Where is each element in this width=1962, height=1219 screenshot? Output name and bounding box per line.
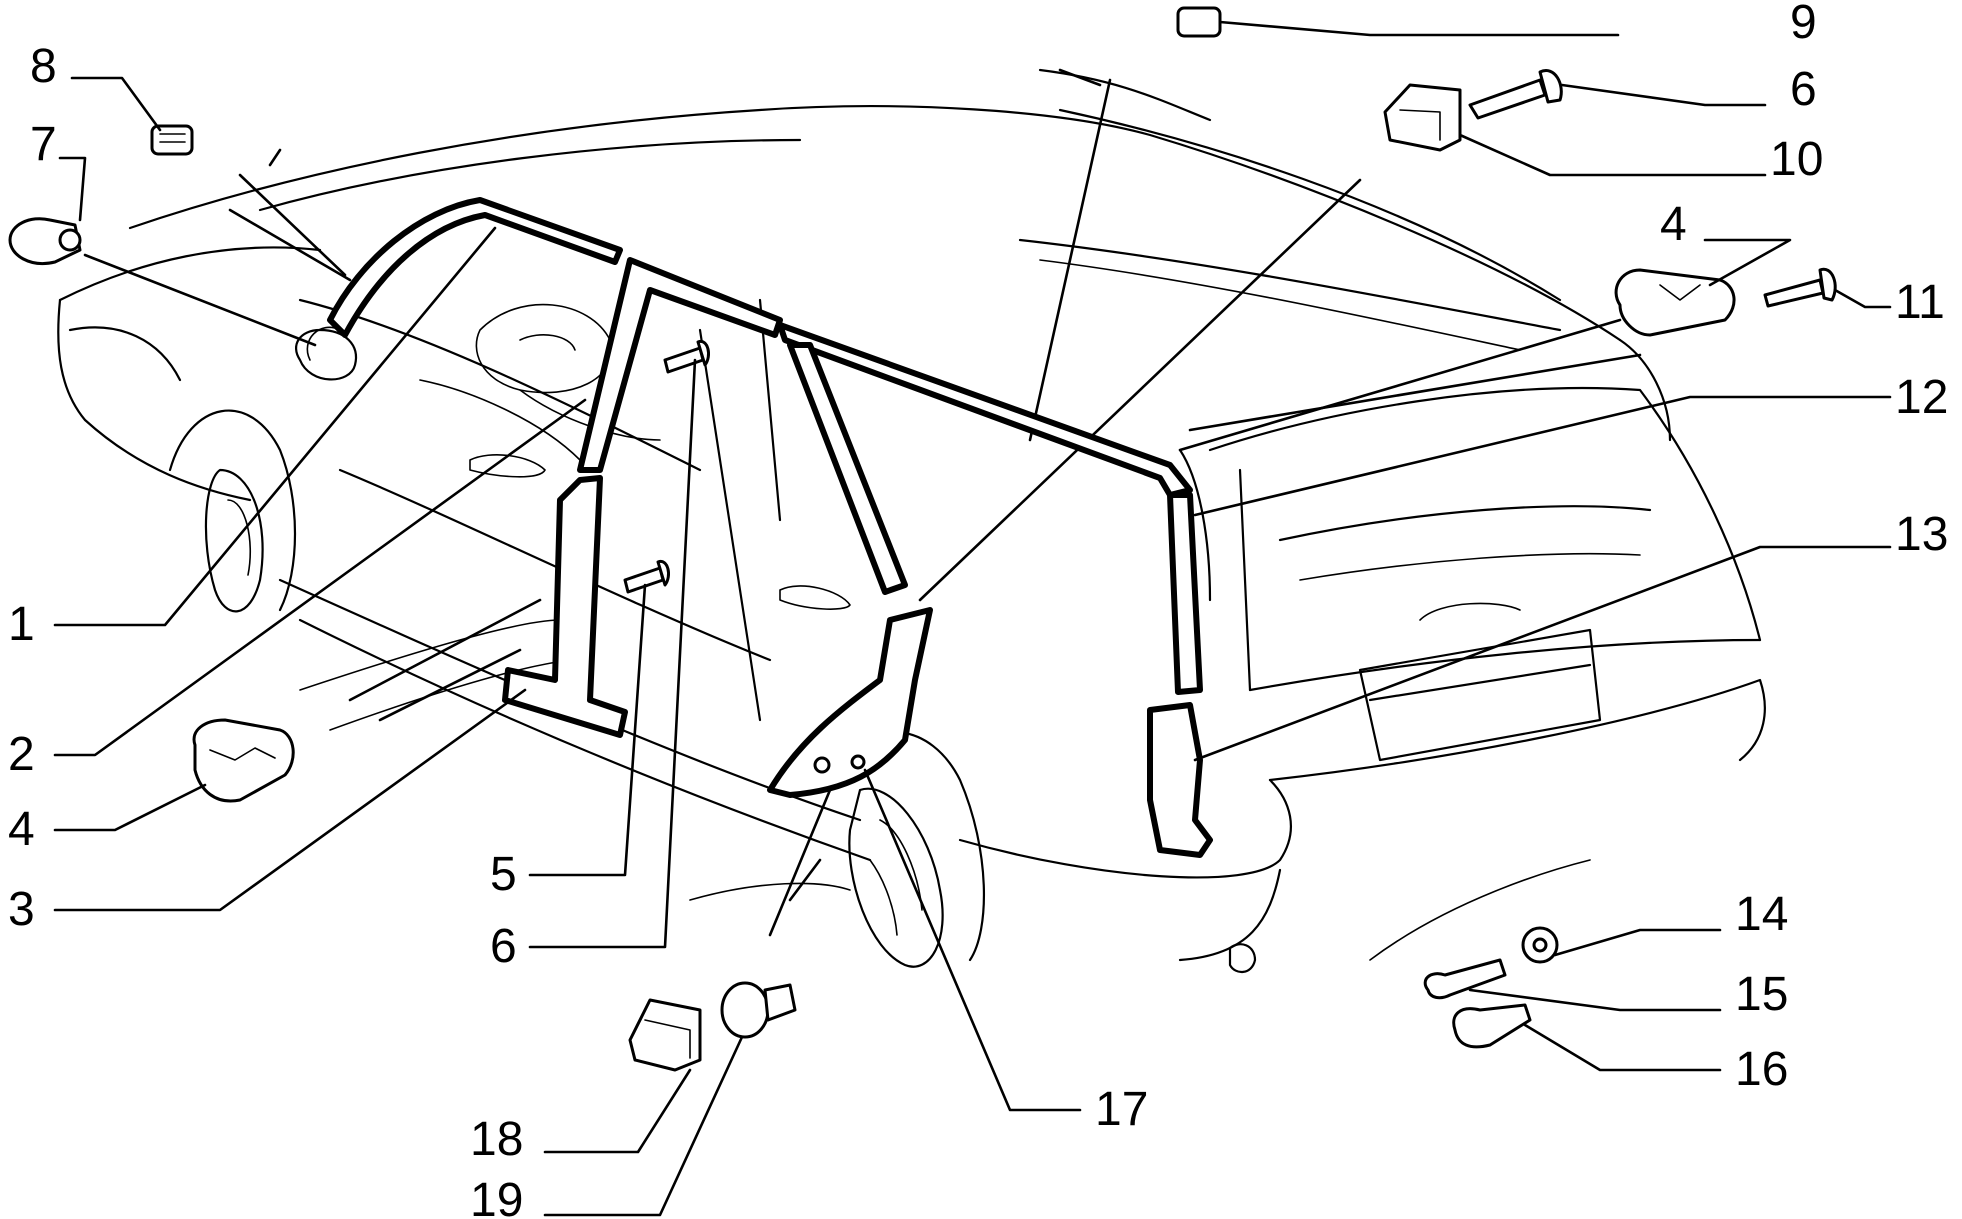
callout-17: 17 [1095,1083,1148,1136]
clip-part-18 [628,998,702,1072]
reference-lines [228,68,1642,902]
rear-quarter-bracket-part-13 [1147,702,1213,858]
callout-1: 1 [8,598,35,651]
screw-part-6-middle [663,339,710,374]
callout-11: 11 [1895,276,1945,329]
callout-10: 10 [1770,133,1823,186]
c-pillar-upper-trim [787,342,908,595]
b-pillar-lower-trim-part-3 [502,475,628,738]
screw-part-5 [623,559,670,594]
d-pillar-trim [1167,492,1203,695]
clip-part-10 [1383,83,1462,152]
callout-16: 16 [1735,1043,1788,1096]
screw-part-6-top [1468,69,1563,120]
callout-5: 5 [490,848,517,901]
roof-front-trim-part-1 [327,197,623,338]
rivet-part-7 [8,217,82,265]
callout-6-top: 6 [1790,63,1817,116]
clip-part-19 [720,981,797,1039]
screw-part-16 [1452,1003,1532,1049]
trim-pieces [327,197,1213,858]
callout-9: 9 [1790,0,1817,49]
callout-12: 12 [1895,371,1948,424]
leader-lines [53,20,1892,1217]
callout-4-right: 4 [1660,198,1687,251]
callout-15: 15 [1735,968,1788,1021]
callout-14: 14 [1735,888,1788,941]
callout-numbers: 1 2 3 4 4 5 6 6 7 8 9 10 11 12 13 14 15 … [8,0,1948,1219]
callout-8: 8 [30,40,57,93]
clip-part-4-left [192,718,295,803]
screw-part-15 [1423,958,1507,1000]
b-pillar-upper-trim-part-2 [577,257,783,473]
wheel-arch-trim-part-17 [767,607,933,798]
callout-19: 19 [470,1174,523,1219]
callout-2: 2 [8,728,35,781]
callout-13: 13 [1895,508,1948,561]
screw-part-11 [1763,267,1837,308]
callout-7: 7 [30,118,57,171]
callout-18: 18 [470,1113,523,1166]
car-body-outline [57,68,1766,973]
clip-part-4-right [1614,268,1736,337]
callout-3: 3 [8,883,35,936]
callout-6-middle: 6 [490,920,517,973]
clip-part-9 [1176,6,1222,38]
callout-4-left: 4 [8,803,35,856]
clip-part-8 [150,124,194,156]
fasteners [8,6,1837,1072]
washer-part-14 [1521,926,1559,964]
